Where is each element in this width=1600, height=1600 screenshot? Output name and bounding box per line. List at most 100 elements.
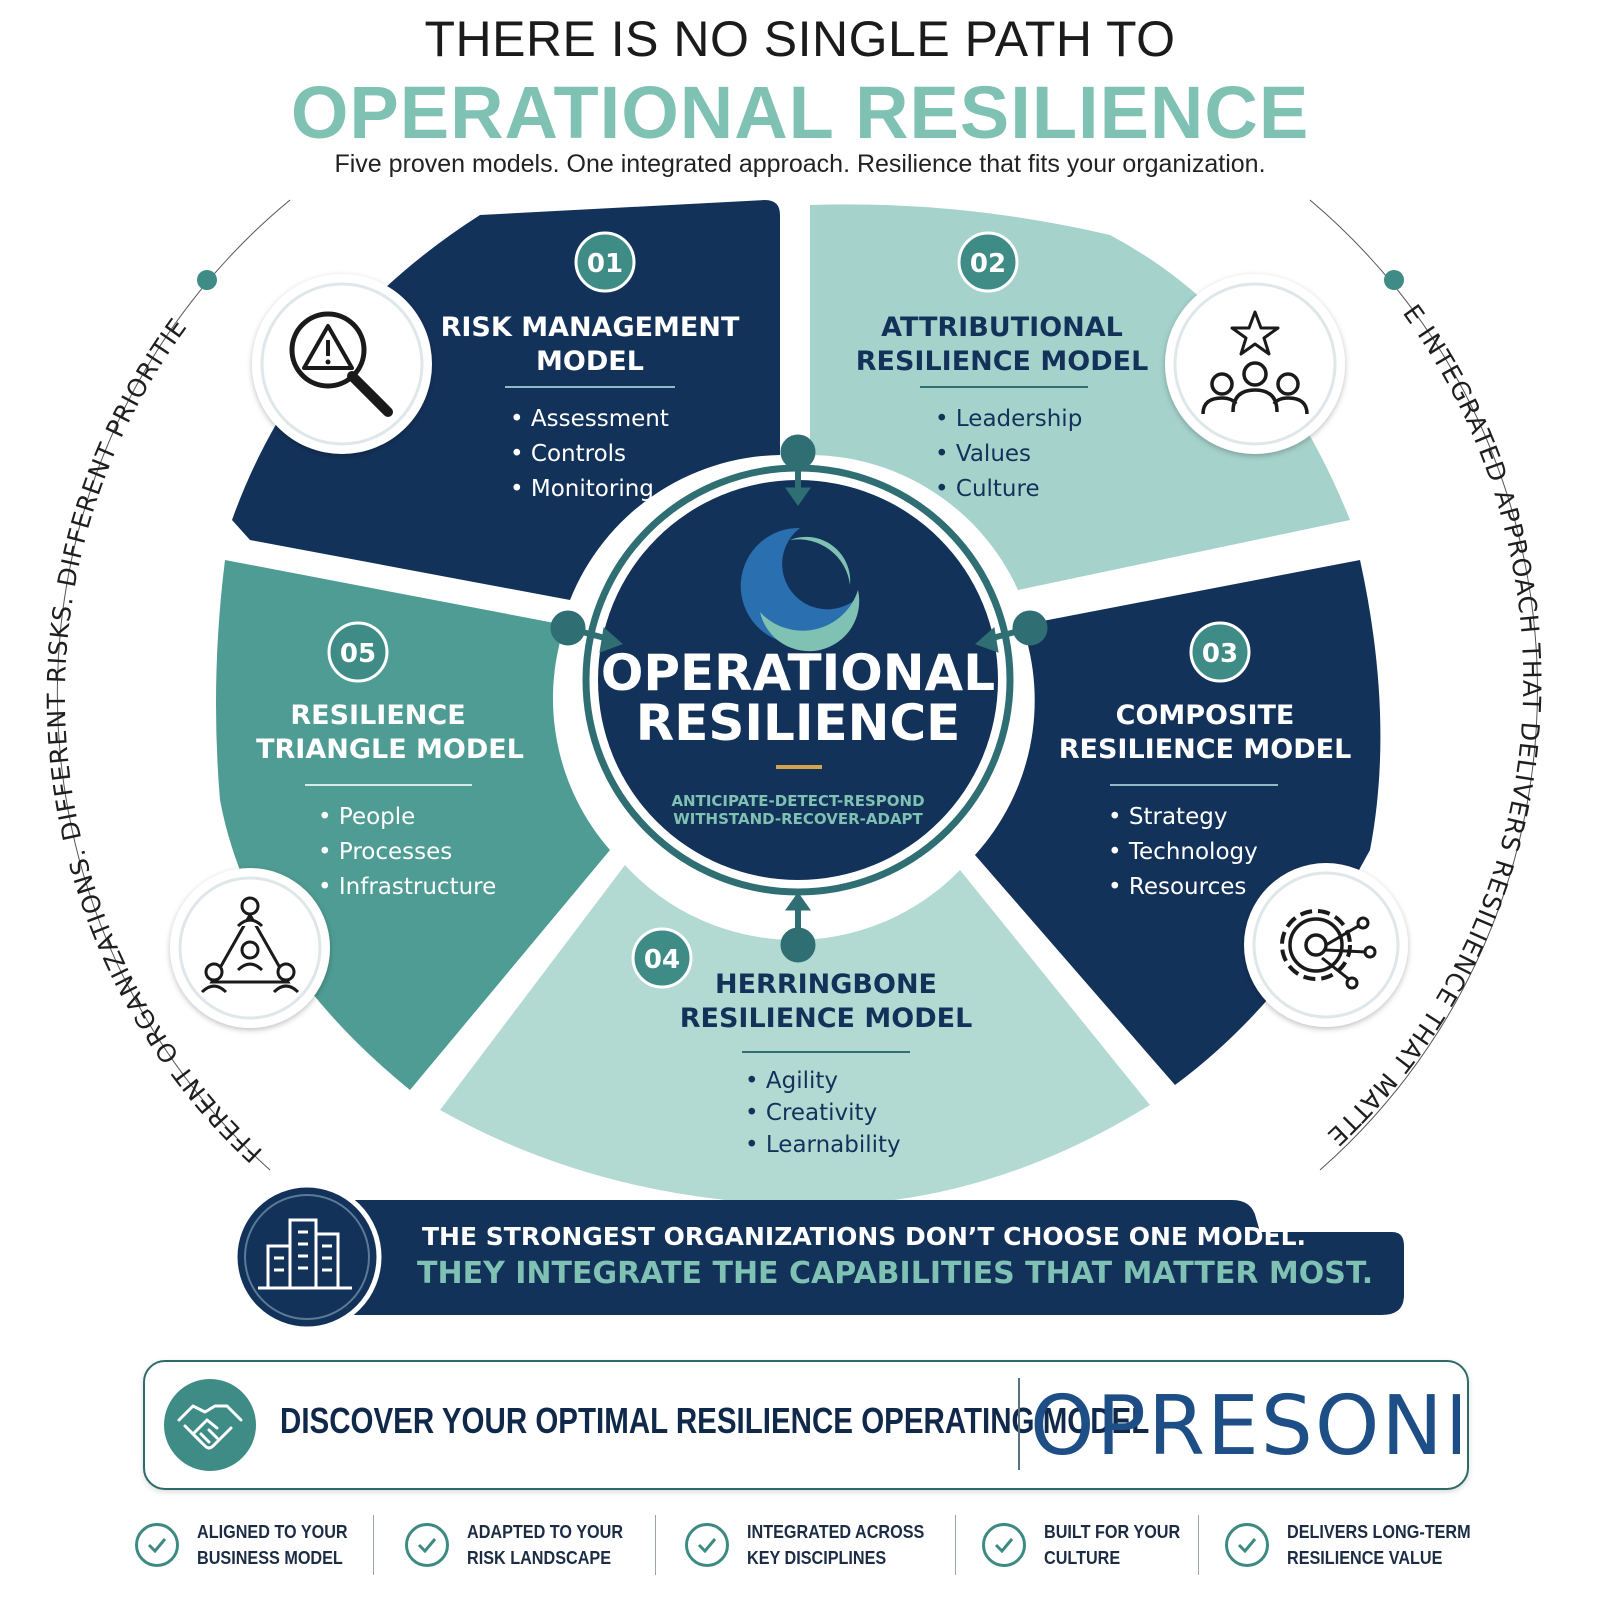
model-02: 02 ATTRIBUTIONAL RESILIENCE MODEL • Lead… [856, 231, 1149, 502]
svg-text:• Culture: • Culture [935, 476, 1040, 502]
model-03-title-2: RESILIENCE MODEL [1059, 734, 1352, 765]
model-04-title-1: HERRINGBONE [715, 969, 937, 1000]
feature-divider [955, 1515, 956, 1575]
model-05-item-3: Infrastructure [339, 874, 496, 900]
model-04-item-2: Creativity [766, 1100, 877, 1126]
svg-text:• Resources: • Resources [1108, 874, 1246, 900]
feature-line-1: ALIGNED TO YOUR [197, 1522, 348, 1542]
check-icon [405, 1523, 449, 1567]
feature-line-2: RESILIENCE VALUE [1287, 1548, 1443, 1568]
feature-line-2: KEY DISCIPLINES [747, 1548, 887, 1568]
feature-divider [655, 1515, 656, 1575]
feature-line-1: INTEGRATED ACROSS [747, 1522, 925, 1542]
feature-item: BUILT FOR YOUR CULTURE [982, 1505, 1195, 1585]
cta-divider [1018, 1378, 1020, 1470]
team-star-icon [1165, 274, 1345, 454]
model-01-title-2: MODEL [536, 346, 644, 377]
svg-text:• Technology: • Technology [1108, 839, 1258, 865]
model-03: 03 COMPOSITE RESILIENCE MODEL • Strategy… [1059, 621, 1352, 900]
model-05-item-1: People [339, 804, 415, 830]
logo-text: OPRESONE [1030, 1379, 1460, 1474]
feature-line-1: DELIVERS LONG-TERM [1287, 1522, 1471, 1542]
feature-item: ALIGNED TO YOUR BUSINESS MODEL [135, 1505, 364, 1585]
model-05-item-2: Processes [339, 839, 452, 865]
svg-text:• Values: • Values [935, 441, 1031, 467]
feature-line-2: CULTURE [1044, 1548, 1121, 1568]
model-03-item-3: Resources [1129, 874, 1246, 900]
model-03-item-1: Strategy [1129, 804, 1228, 830]
cta-box[interactable]: DISCOVER YOUR OPTIMAL RESILIENCE OPERATI… [143, 1360, 1469, 1490]
arc-dot-right [1384, 270, 1404, 290]
outer-arc-left [56, 199, 291, 1171]
check-icon [685, 1523, 729, 1567]
svg-text:• People: • People [318, 804, 415, 830]
center-core [598, 480, 998, 880]
model-04: 04 HERRINGBONE RESILIENCE MODEL • Agilit… [631, 927, 973, 1158]
model-05-number: 05 [340, 639, 376, 669]
model-03-number: 03 [1202, 639, 1238, 669]
center-title-1: OPERATIONAL [601, 644, 995, 702]
center-logo-icon [740, 527, 860, 652]
feature-list: ALIGNED TO YOUR BUSINESS MODEL ADAPTED TO… [120, 1505, 1500, 1585]
outer-arc-right [1309, 199, 1538, 1171]
integration-banner: THE STRONGEST ORGANIZATIONS DON’T CHOOSE… [232, 1182, 1404, 1330]
feature-divider [373, 1515, 374, 1575]
banner-line-1: THE STRONGEST ORGANIZATIONS DON’T CHOOSE… [422, 1222, 1306, 1251]
segment-01 [232, 200, 780, 600]
center-title-2: RESILIENCE [636, 694, 961, 752]
handshake-icon [164, 1379, 256, 1471]
segment-02 [810, 204, 1350, 590]
model-01: 01 RISK MANAGEMENT MODEL • Assessment • … [441, 231, 740, 502]
feature-item: DELIVERS LONG-TERM RESILIENCE VALUE [1225, 1505, 1491, 1585]
model-01-item-1: Assessment [531, 406, 669, 432]
people-triangle-icon [170, 868, 330, 1028]
center-gold-bar [776, 765, 822, 769]
svg-text:• Leadership: • Leadership [935, 406, 1082, 432]
model-01-item-3: Monitoring [531, 476, 654, 502]
svg-text:• Infrastructure: • Infrastructure [318, 874, 496, 900]
gear-circuit-icon [1244, 863, 1408, 1027]
opresone-logo: OPRESONE [1030, 1379, 1460, 1474]
model-03-item-2: Technology [1128, 839, 1258, 865]
feature-divider [1198, 1515, 1199, 1575]
model-02-item-1: Leadership [956, 406, 1082, 432]
title-line-1: THERE IS NO SINGLE PATH TO [424, 11, 1176, 67]
model-02-item-2: Values [956, 441, 1031, 467]
model-02-title-2: RESILIENCE MODEL [856, 346, 1149, 377]
svg-text:• Creativity: • Creativity [745, 1100, 877, 1126]
svg-text:• Learnability: • Learnability [745, 1132, 901, 1158]
segment-04 [440, 865, 1150, 1200]
cta-label: DISCOVER YOUR OPTIMAL RESILIENCE OPERATI… [280, 1400, 1150, 1441]
model-04-item-1: Agility [766, 1068, 838, 1094]
feature-line-2: BUSINESS MODEL [197, 1548, 343, 1568]
model-01-item-2: Controls [531, 441, 626, 467]
model-02-title-1: ATTRIBUTIONAL [881, 312, 1123, 343]
resilience-wheel: DIFFERENT ORGANIZATIONS. DIFFERENT RISKS… [0, 0, 1545, 1200]
svg-text:• Strategy: • Strategy [1108, 804, 1227, 830]
svg-text:• Controls: • Controls [510, 441, 626, 467]
buildings-icon [232, 1182, 382, 1330]
feature-line-2: RISK LANDSCAPE [467, 1548, 612, 1568]
check-icon [135, 1523, 179, 1567]
arc-dot-left [197, 270, 217, 290]
model-03-title-1: COMPOSITE [1116, 700, 1295, 731]
feature-item: INTEGRATED ACROSS KEY DISCIPLINES [685, 1505, 944, 1585]
feature-line-1: BUILT FOR YOUR [1044, 1522, 1181, 1542]
center-tagline-2: WITHSTAND-RECOVER-ADAPT [673, 810, 923, 828]
model-05-title-2: TRIANGLE MODEL [256, 734, 524, 765]
connectors [550, 434, 1048, 963]
model-04-item-3: Learnability [766, 1132, 901, 1158]
model-04-number: 04 [644, 945, 680, 975]
model-04-title-2: RESILIENCE MODEL [680, 1003, 973, 1034]
title-line-2: OPERATIONAL RESILIENCE [290, 71, 1310, 154]
risk-search-icon [252, 274, 432, 454]
model-05: 05 RESILIENCE TRIANGLE MODEL • People • … [256, 621, 524, 900]
model-05-title-1: RESILIENCE [290, 700, 465, 731]
svg-text:• Monitoring: • Monitoring [510, 476, 654, 502]
model-02-number: 02 [970, 249, 1006, 279]
model-01-title-1: RISK MANAGEMENT [441, 312, 740, 343]
center-tagline-1: ANTICIPATE-DETECT-RESPOND [671, 792, 924, 810]
model-01-number: 01 [587, 249, 623, 279]
check-icon [982, 1523, 1026, 1567]
